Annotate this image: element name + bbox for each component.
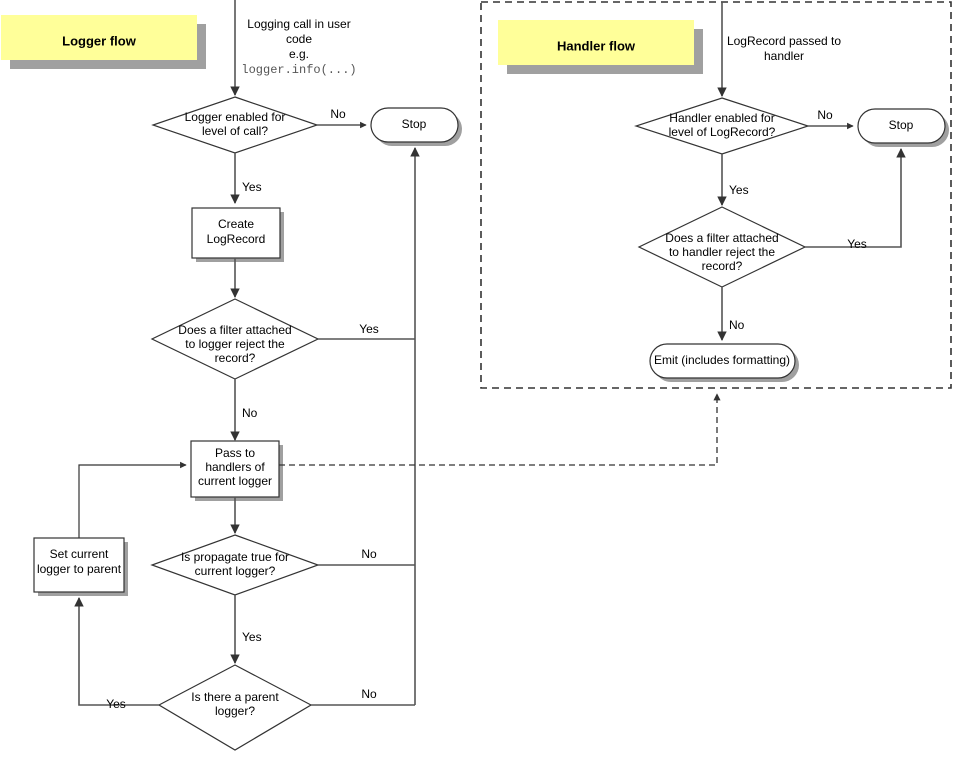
edge-label-handler-enabled-yes: Yes xyxy=(729,183,749,197)
node-logger-enabled[interactable]: Logger enabled for level of call? xyxy=(151,96,319,154)
node-pass-to-handlers[interactable]: Pass to handlers of current logger xyxy=(190,440,283,501)
edge-handler-filter-yes-line xyxy=(805,148,906,248)
edge-label-handler-enabled-no: No xyxy=(817,108,833,122)
node-logger-filter-line2: to logger reject the xyxy=(185,337,285,351)
handler-entry-line1: LogRecord passed to xyxy=(727,34,841,48)
node-handler-enabled[interactable]: Handler enabled for level of LogRecord? xyxy=(634,97,810,155)
edge-handler-enabled-yes: Yes xyxy=(717,154,749,206)
node-stop-handler-label: Stop xyxy=(889,118,914,132)
handler-flow-banner-label: Handler flow xyxy=(557,38,636,53)
node-logger-filter-line1: Does a filter attached xyxy=(178,323,291,337)
edge-logger-filter-yes: Yes xyxy=(318,322,415,340)
logger-flow-banner: Logger flow xyxy=(1,15,206,69)
node-handler-enabled-line2: level of LogRecord? xyxy=(669,125,776,139)
node-logger-filter[interactable]: Does a filter attached to logger reject … xyxy=(150,298,320,380)
node-create-logrecord-line2: LogRecord xyxy=(207,232,266,246)
node-set-current-logger-line1: Set current xyxy=(50,547,109,561)
node-is-there-parent-shape xyxy=(157,664,313,751)
logger-entry-line1: Logging call in user xyxy=(247,17,350,31)
edge-label-propagate-no: No xyxy=(361,547,377,561)
edge-propagate-no: No xyxy=(318,547,415,566)
node-pass-to-handlers-line2: handlers of xyxy=(205,460,265,474)
node-create-logrecord[interactable]: Create LogRecord xyxy=(191,207,284,262)
handler-flow-banner: Handler flow xyxy=(498,20,703,74)
logger-flow-banner-label: Logger flow xyxy=(62,33,137,48)
node-is-propagate[interactable]: Is propagate true for current logger? xyxy=(150,534,320,596)
node-stop-logger-label: Stop xyxy=(402,117,427,131)
edge-label-logger-filter-yes: Yes xyxy=(359,322,379,336)
edge-label-logger-filter-no: No xyxy=(242,406,258,420)
node-is-there-parent-line2: logger? xyxy=(215,704,255,718)
edge-label-logger-enabled-no: No xyxy=(330,107,346,121)
edge-label-propagate-yes: Yes xyxy=(242,630,262,644)
edge-logger-enabled-no: No xyxy=(317,107,367,129)
node-set-current-logger-shape xyxy=(33,537,125,593)
handler-flow-entry: LogRecord passed to handler xyxy=(717,2,841,97)
edge-label-parent-no: No xyxy=(361,687,377,701)
node-set-current-logger-line2: logger to parent xyxy=(37,562,122,576)
handler-flow-banner-fill xyxy=(498,20,694,65)
edge-label-parent-yes: Yes xyxy=(106,697,126,711)
node-stop-handler-shape xyxy=(857,108,946,144)
node-pass-to-handlers-line1: Pass to xyxy=(215,446,255,460)
node-create-logrecord-line1: Create xyxy=(218,217,254,231)
edge-logger-enabled-yes: Yes xyxy=(230,153,262,204)
node-emit-shape xyxy=(649,343,796,379)
logger-flow-banner-fill xyxy=(1,15,197,60)
edge-pass-to-handler-flow xyxy=(279,393,721,466)
edge-handler-enabled-no: No xyxy=(808,108,854,130)
node-is-there-parent-line1: Is there a parent xyxy=(191,690,279,704)
logger-entry-line2: code xyxy=(286,32,312,46)
node-handler-filter-line2: to handler reject the xyxy=(669,245,775,259)
edge-handler-filter-no: No xyxy=(717,287,745,341)
handler-entry-line2: handler xyxy=(764,49,804,63)
edge-label-logger-enabled-yes: Yes xyxy=(242,180,262,194)
edge-parent-yes: Yes xyxy=(74,597,159,711)
node-emit[interactable]: Emit (includes formatting) xyxy=(649,343,799,382)
node-logger-enabled-line2: level of call? xyxy=(202,124,268,138)
logger-entry-line3: e.g. xyxy=(289,47,309,61)
node-pass-to-handlers-line3: current logger xyxy=(198,474,272,488)
node-set-current-logger[interactable]: Set current logger to parent xyxy=(33,537,128,596)
edge-label-handler-filter-yes: Yes xyxy=(847,237,867,251)
edge-handler-filter-yes: Yes xyxy=(805,148,906,251)
node-create-logrecord-shape xyxy=(191,207,281,259)
node-emit-label: Emit (includes formatting) xyxy=(654,353,790,367)
node-pass-to-handlers-shape xyxy=(190,440,280,498)
edge-propagate-yes: Yes xyxy=(230,595,262,664)
node-handler-filter-line3: record? xyxy=(702,259,743,273)
handler-flow-group-box xyxy=(480,1,952,389)
node-is-propagate-line2: current logger? xyxy=(195,564,276,578)
node-stop-handler[interactable]: Stop xyxy=(857,108,949,147)
node-is-propagate-line1: Is propagate true for xyxy=(181,550,289,564)
node-handler-enabled-line1: Handler enabled for xyxy=(669,111,774,125)
node-logger-enabled-line1: Logger enabled for xyxy=(185,110,286,124)
edge-label-handler-filter-no: No xyxy=(729,318,745,332)
edge-logger-filter-no: No xyxy=(230,379,258,441)
node-stop-logger[interactable]: Stop xyxy=(370,107,462,146)
node-stop-logger-shape xyxy=(370,107,459,143)
node-is-there-parent[interactable]: Is there a parent logger? xyxy=(157,664,313,751)
edge-parent-no: No xyxy=(311,687,415,706)
edge-parent-yes-line xyxy=(74,597,159,706)
node-logger-filter-line3: record? xyxy=(215,351,256,365)
node-handler-filter-line1: Does a filter attached xyxy=(665,231,778,245)
logger-entry-code: logger.info(...) xyxy=(241,63,356,77)
logger-flow-entry: Logging call in user code e.g. logger.in… xyxy=(230,0,357,96)
node-handler-filter[interactable]: Does a filter attached to handler reject… xyxy=(637,206,807,288)
edge-set-logger-to-pass xyxy=(78,461,187,538)
